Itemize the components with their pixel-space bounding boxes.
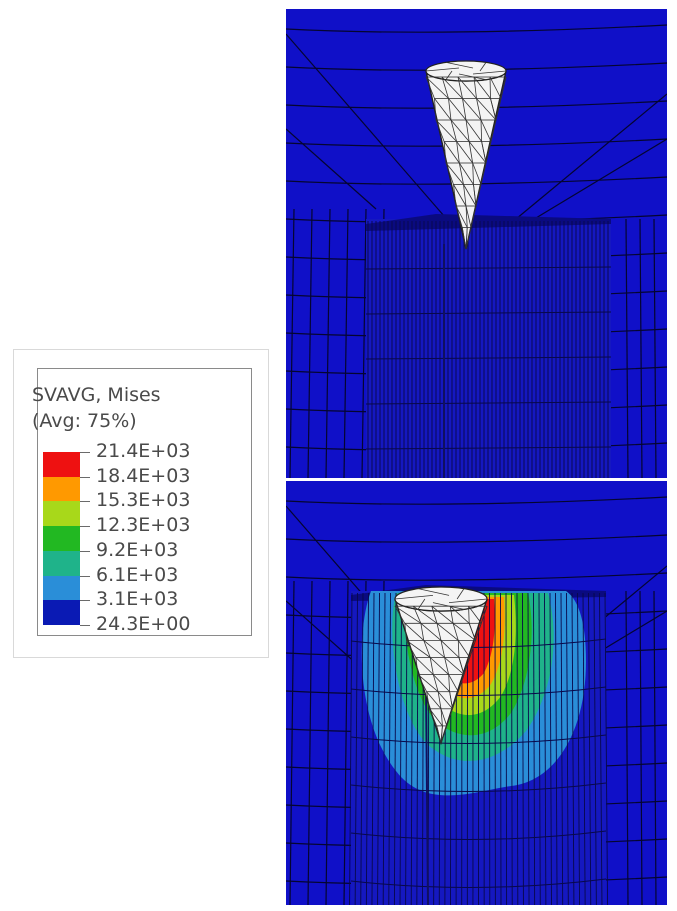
indenter (394, 586, 488, 746)
legend-subtitle: (Avg: 75%) (32, 410, 137, 432)
legend-swatch (43, 526, 80, 552)
refined-mesh-block (365, 214, 612, 478)
legend-swatch (43, 501, 80, 527)
legend-tick (80, 600, 90, 602)
legend-tick (80, 501, 90, 503)
indenter-top-face (425, 60, 507, 82)
legend-swatch (43, 575, 80, 601)
legend-swatch (43, 600, 80, 626)
indenter-top-face (394, 586, 488, 612)
legend-value: 12.3E+03 (96, 514, 191, 537)
legend-tick (80, 575, 90, 577)
indenter (425, 60, 507, 250)
legend-swatch (43, 550, 80, 577)
legend-tick (80, 476, 90, 478)
legend-value: 3.1E+03 (96, 588, 179, 611)
legend-value: 21.4E+03 (96, 440, 191, 462)
legend-color-bar (43, 452, 80, 626)
legend-tick (80, 550, 90, 552)
panel-before-indentation (286, 9, 667, 478)
legend-value: 18.4E+03 (96, 464, 191, 487)
legend-value: 6.1E+03 (96, 563, 179, 586)
legend-frame (37, 368, 252, 636)
legend-value: 15.3E+03 (96, 489, 191, 512)
legend-tick (80, 526, 90, 528)
legend-tick (80, 625, 90, 626)
panel-after-indentation (286, 481, 667, 905)
legend-swatch (43, 476, 80, 502)
legend-value: 9.2E+03 (96, 538, 179, 561)
legend-title: SVAVG, Mises (32, 384, 161, 406)
legend-value: 24.3E+00 (96, 613, 191, 635)
legend-swatch (43, 452, 80, 478)
legend-tick (80, 452, 90, 453)
